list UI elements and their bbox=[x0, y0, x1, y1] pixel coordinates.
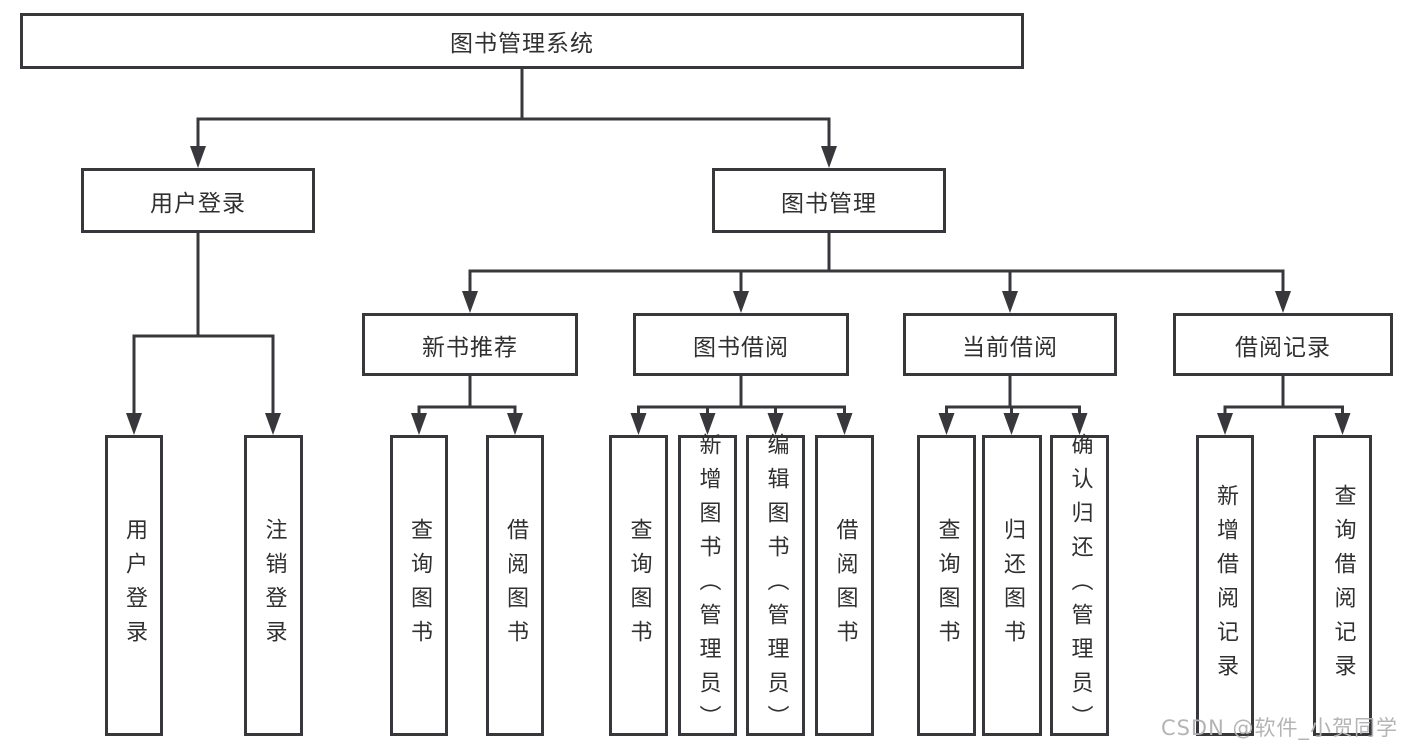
leaf-bb-query-books: 查询图书 bbox=[609, 435, 668, 736]
leaf-br-query-record: 查询借阅记录 bbox=[1313, 435, 1372, 736]
node-user-login: 用户登录 bbox=[81, 168, 315, 233]
watermark: CSDN @软件_小贺同学 bbox=[1160, 716, 1398, 740]
arrowhead bbox=[1071, 413, 1088, 435]
wires-book-management bbox=[462, 233, 1291, 313]
node-current-borrow: 当前借阅 bbox=[903, 313, 1117, 376]
leaf-bb-edit-books-admin-label: 编辑图书（管理员） bbox=[763, 432, 789, 739]
node-current-borrow-label: 当前借阅 bbox=[962, 334, 1058, 361]
arrowhead bbox=[1003, 413, 1020, 435]
node-user-login-label: 用户登录 bbox=[150, 190, 246, 217]
leaf-bb-add-books-admin-label: 新增图书（管理员） bbox=[695, 432, 721, 739]
node-borrow-records-label: 借阅记录 bbox=[1235, 334, 1331, 361]
arrowhead bbox=[1002, 291, 1018, 313]
wires-book-borrow bbox=[630, 376, 853, 435]
wires-root bbox=[190, 68, 837, 168]
arrowhead bbox=[821, 146, 837, 168]
arrowhead bbox=[733, 291, 749, 313]
arrowhead bbox=[507, 413, 523, 435]
wires-borrow-records bbox=[1217, 376, 1351, 435]
node-book-borrow: 图书借阅 bbox=[633, 313, 849, 376]
leaf-bb-borrow-books-label: 借阅图书 bbox=[832, 517, 858, 654]
arrowhead bbox=[767, 413, 784, 435]
leaf-bb-borrow-books: 借阅图书 bbox=[815, 435, 874, 736]
leaf-bb-query-books-label: 查询图书 bbox=[626, 517, 652, 654]
leaf-nb-query-books: 查询图书 bbox=[390, 435, 448, 736]
arrowhead bbox=[1217, 413, 1233, 435]
leaf-cb-return-books: 归还图书 bbox=[982, 435, 1042, 736]
node-library-system-label: 图书管理系统 bbox=[450, 31, 594, 57]
arrowhead bbox=[265, 413, 281, 435]
node-new-book-recommend-label: 新书推荐 bbox=[422, 334, 518, 361]
wires-current-borrow bbox=[938, 376, 1088, 435]
leaf-br-query-record-label: 查询借阅记录 bbox=[1330, 483, 1356, 688]
leaf-bb-add-books-admin: 新增图书（管理员） bbox=[678, 432, 737, 739]
node-library-system: 图书管理系统 bbox=[20, 13, 1024, 69]
wires-user-login bbox=[126, 233, 281, 435]
leaf-br-add-record-label: 新增借阅记录 bbox=[1213, 483, 1238, 688]
node-book-borrow-label: 图书借阅 bbox=[693, 334, 789, 361]
leaf-cb-return-books-label: 归还图书 bbox=[1000, 517, 1025, 654]
leaf-logout-login-label: 注销登录 bbox=[261, 517, 287, 654]
leaf-logout-login: 注销登录 bbox=[244, 435, 303, 736]
arrowhead bbox=[836, 413, 853, 435]
node-borrow-records: 借阅记录 bbox=[1173, 313, 1393, 376]
leaf-cb-confirm-return-admin: 确认归还（管理员） bbox=[1050, 432, 1109, 739]
node-book-management: 图书管理 bbox=[712, 168, 946, 233]
leaf-cb-confirm-return-admin-label: 确认归还（管理员） bbox=[1067, 432, 1093, 739]
leaf-nb-query-books-label: 查询图书 bbox=[407, 517, 432, 654]
leaf-cb-query-books: 查询图书 bbox=[917, 435, 976, 736]
arrowhead bbox=[462, 291, 478, 313]
leaf-user-login-label: 用户登录 bbox=[122, 517, 147, 654]
arrowhead bbox=[126, 413, 142, 435]
arrowhead bbox=[1275, 291, 1291, 313]
leaf-cb-query-books-label: 查询图书 bbox=[934, 517, 960, 654]
arrowhead bbox=[411, 413, 427, 435]
leaf-nb-borrow-books: 借阅图书 bbox=[486, 435, 544, 736]
leaf-user-login: 用户登录 bbox=[105, 435, 163, 736]
node-new-book-recommend: 新书推荐 bbox=[362, 313, 578, 376]
arrowhead bbox=[1334, 413, 1351, 435]
arrowhead bbox=[938, 413, 955, 435]
arrowhead bbox=[699, 413, 716, 435]
arrowhead bbox=[190, 146, 206, 168]
node-book-management-label: 图书管理 bbox=[781, 190, 877, 217]
leaf-bb-edit-books-admin: 编辑图书（管理员） bbox=[746, 432, 805, 739]
leaf-br-add-record: 新增借阅记录 bbox=[1196, 435, 1254, 736]
arrowhead bbox=[630, 413, 647, 435]
wires-new-book-recommend bbox=[411, 376, 523, 435]
leaf-nb-borrow-books-label: 借阅图书 bbox=[503, 517, 528, 654]
